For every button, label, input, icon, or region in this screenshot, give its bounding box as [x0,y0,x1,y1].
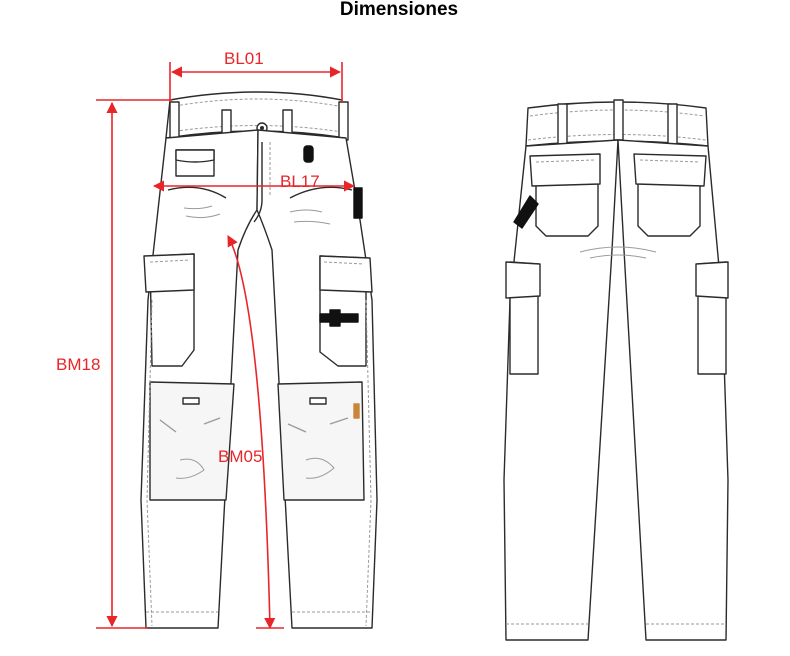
hammer-loop-icon [353,187,363,219]
back-left-pocket [529,153,601,237]
bm18-label: BM18 [56,355,100,374]
d-ring-icon [303,145,314,163]
belt-loop [613,99,624,141]
belt-loop [667,103,678,145]
back-right-cargo-pocket [695,261,729,375]
front-view [140,91,378,629]
front-left-cargo-pocket [143,253,195,367]
front-left-knee-pad [149,381,235,501]
back-right-pocket [633,153,707,237]
belt-loop [557,103,568,145]
page-title: Dimensiones [339,0,459,20]
bm05-label: BM05 [218,447,262,466]
bl17-label: BL17 [280,172,320,191]
back-left-cargo-pocket [505,261,541,375]
front-right-cargo-pocket [319,255,373,367]
measurement-lines [96,62,356,630]
back-view [503,99,729,641]
bl01-label: BL01 [224,49,264,68]
back-hammer-loop-icon [513,195,539,229]
bm05-arrow [227,235,276,630]
front-right-knee-pad [277,381,365,501]
belt-loop [169,101,180,141]
belt-loop [338,101,349,141]
front-left-leg [140,129,259,629]
